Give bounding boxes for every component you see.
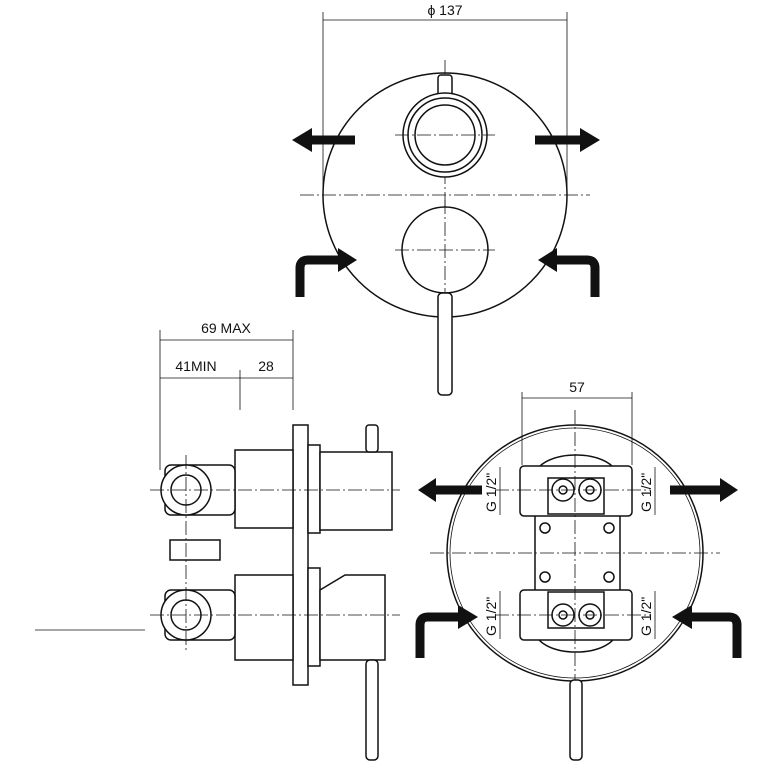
thread-label: G 1/2" [483,597,499,636]
outlet-arrow-right-icon [535,128,600,152]
thread-label: G 1/2" [638,473,654,512]
adjust-label: 28 [258,358,274,374]
depth-min-label: 41MIN [175,358,216,374]
inlet-arrow-right-icon [538,248,600,297]
upper-body [234,449,294,529]
depth-max-label: 69 MAX [201,320,251,336]
mixer-lever-side [365,659,379,761]
wall-plate [292,424,309,686]
outlet-arrow-left-icon [292,128,355,152]
diverter-knob-side [319,451,393,531]
diameter-label: ϕ 137 [427,2,462,18]
outlet-arrow-right-icon [670,478,738,502]
thread-label: G 1/2" [638,597,654,636]
mixer-lever [437,292,453,396]
rear-lever [569,679,583,761]
inlet-arrow-left-icon [295,248,357,297]
valve-body-plate [534,514,621,596]
inlet-arrow-left-icon [415,605,478,658]
thread-label: G 1/2" [483,473,499,512]
rear-view: 57 G 1/2" G 1/2" G 1/2" G 1/2" [415,379,742,761]
lower-body [234,574,294,661]
mixer-housing-side [319,574,386,661]
inlet-spacing-label: 57 [569,379,585,395]
outlet-arrow-left-icon [418,478,482,502]
front-view: ϕ 137 [292,2,600,396]
side-view: 69 MAX 41MIN 28 [35,320,400,761]
inlet-arrow-right-icon [672,605,742,658]
